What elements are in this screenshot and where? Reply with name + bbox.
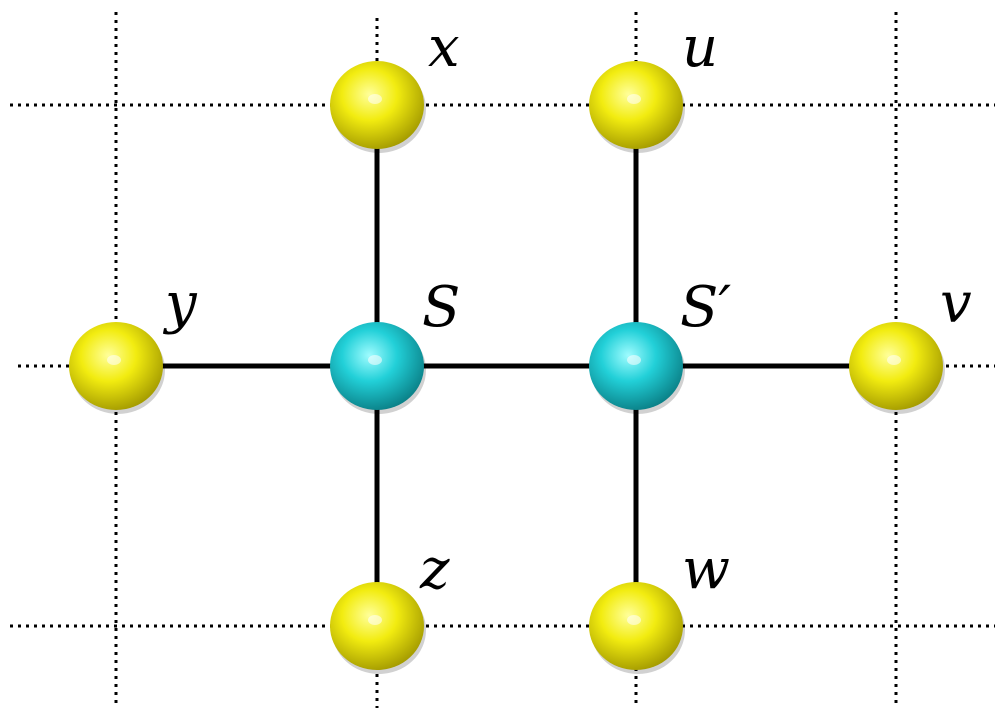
sphere-highlight bbox=[627, 615, 641, 625]
sphere-highlight bbox=[887, 355, 901, 365]
bonds bbox=[116, 105, 896, 626]
center-sphere bbox=[589, 322, 683, 410]
neighbor-sphere bbox=[330, 582, 424, 670]
neighbor-sphere bbox=[589, 61, 683, 149]
site-x bbox=[330, 61, 426, 153]
label-y: y bbox=[162, 271, 198, 336]
label-s-prime: S′ bbox=[680, 275, 731, 340]
site-u bbox=[589, 61, 685, 153]
label-s: S bbox=[422, 275, 460, 340]
label-w: w bbox=[682, 537, 730, 602]
neighbor-sphere bbox=[330, 61, 424, 149]
sphere-highlight bbox=[627, 94, 641, 104]
sphere-highlight bbox=[627, 355, 641, 365]
site-s-prime bbox=[589, 322, 685, 414]
center-sphere bbox=[330, 322, 424, 410]
sites bbox=[69, 61, 945, 674]
label-z: z bbox=[419, 537, 450, 602]
site-s bbox=[330, 322, 426, 414]
site-v bbox=[849, 322, 945, 414]
label-u: u bbox=[682, 15, 718, 80]
site-labels: S S′ x u y v z w bbox=[162, 15, 972, 602]
site-z bbox=[330, 582, 426, 674]
sphere-highlight bbox=[107, 355, 121, 365]
site-y bbox=[69, 322, 165, 414]
sphere-highlight bbox=[368, 615, 382, 625]
sphere-highlight bbox=[368, 355, 382, 365]
label-v: v bbox=[940, 271, 972, 336]
label-x: x bbox=[428, 15, 460, 80]
site-w bbox=[589, 582, 685, 674]
neighbor-sphere bbox=[589, 582, 683, 670]
neighbor-sphere bbox=[849, 322, 943, 410]
sphere-highlight bbox=[368, 94, 382, 104]
neighbor-sphere bbox=[69, 322, 163, 410]
